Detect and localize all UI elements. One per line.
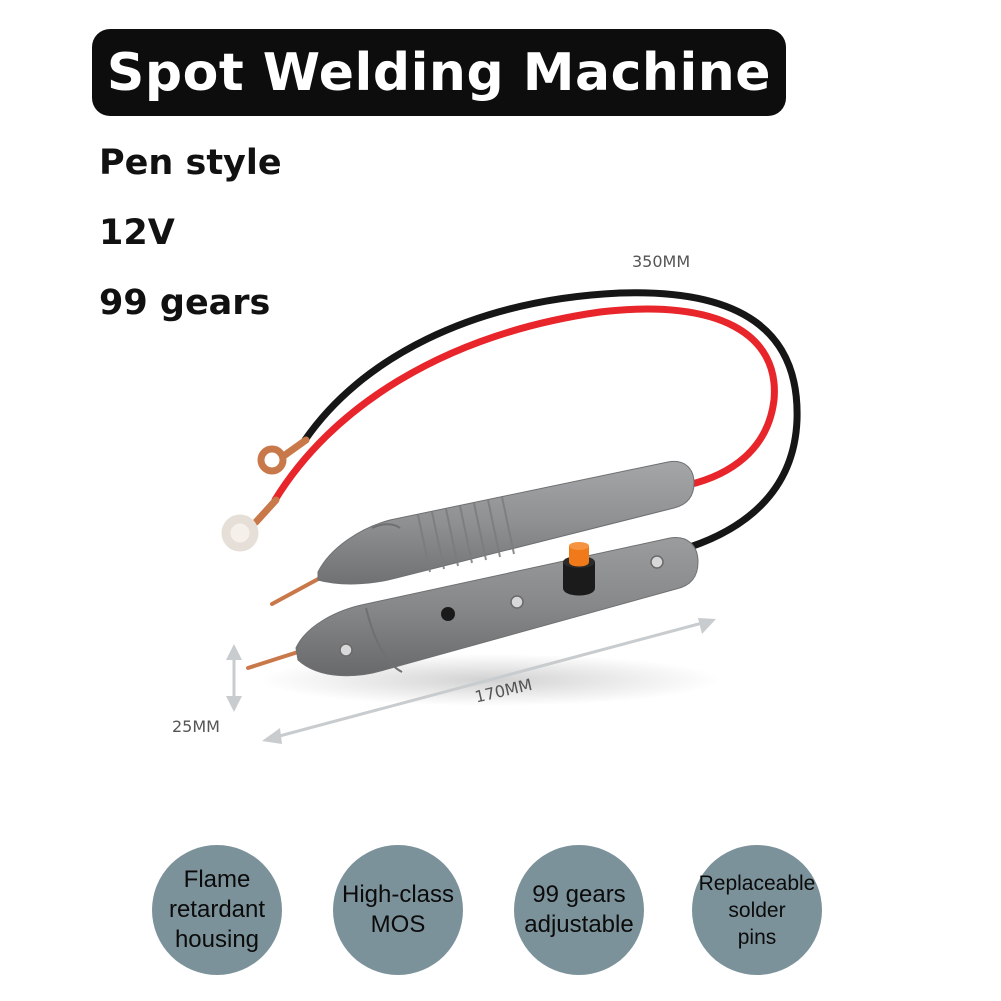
adjust-knob-icon: [563, 542, 595, 596]
cable-black: [301, 289, 801, 551]
screw-icon: [339, 643, 353, 657]
feature-label: 99 gears adjustable: [524, 881, 634, 938]
spec-voltage: 12V: [99, 213, 175, 253]
feature-badge-mos: High-class MOS: [333, 845, 463, 975]
pen-upper: [270, 460, 695, 606]
trigger-button-icon: [441, 607, 455, 621]
spec-gears: 99 gears: [99, 283, 271, 323]
feature-badge-housing: Flame retardant housing: [152, 845, 282, 975]
dimension-pen-width: 25MM: [172, 717, 220, 736]
spec-style: Pen style: [99, 143, 282, 183]
feature-label: Flame retardant housing: [168, 866, 266, 953]
dimension-arrow-length: [262, 618, 716, 744]
feature-label: Replaceable solder pins: [698, 871, 816, 949]
product-illustration: [221, 289, 801, 744]
dimension-cable-length: 350MM: [632, 252, 691, 271]
feature-label: High-class MOS: [341, 881, 455, 938]
feature-badge-pins: Replaceable solder pins: [692, 845, 822, 975]
screw-icon: [650, 555, 664, 569]
solder-pin-lower: [246, 650, 300, 670]
feature-badge-gears: 99 gears adjustable: [514, 845, 644, 975]
solder-pin-upper: [270, 576, 322, 606]
dimension-arrow-width: [226, 644, 242, 712]
pen-lower: [246, 537, 699, 677]
ring-terminal-red: [221, 496, 280, 552]
page-title: Spot Welding Machine: [106, 42, 772, 103]
screw-icon: [510, 595, 524, 609]
cable-red: [271, 305, 778, 504]
title-banner: Spot Welding Machine: [92, 29, 786, 116]
ring-terminal-black: [257, 436, 310, 475]
